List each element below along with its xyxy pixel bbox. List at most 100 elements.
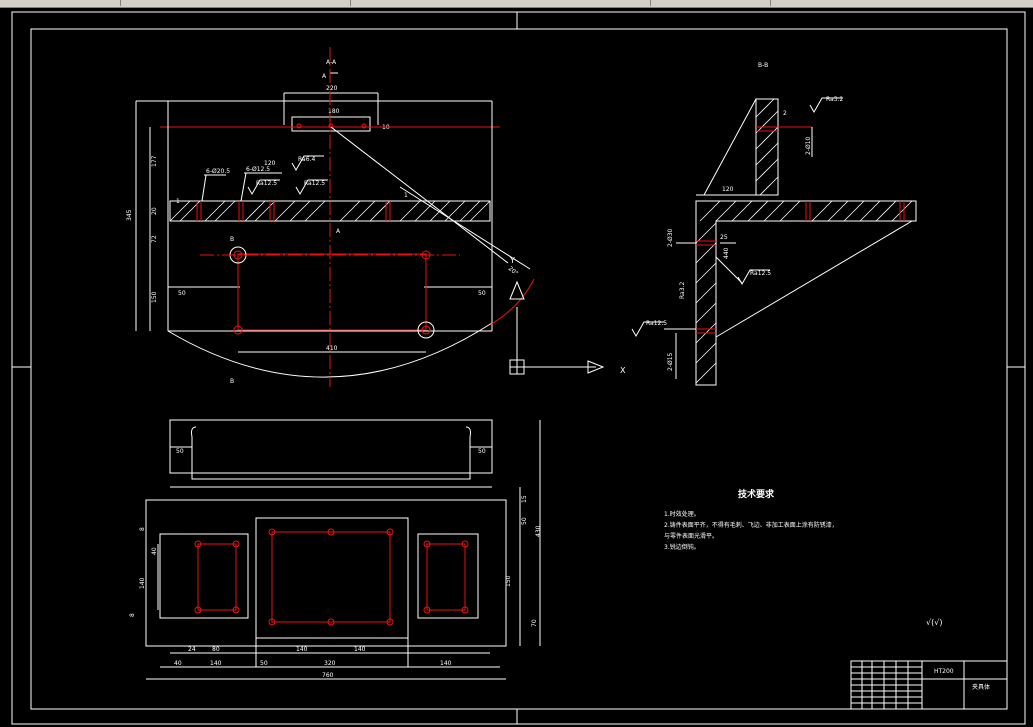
ra-sec-mid: Ra12.5 — [750, 270, 771, 277]
roughness-symbol — [631, 321, 664, 338]
ucs-icon[interactable]: Y X — [509, 256, 626, 375]
roughness-symbol — [291, 155, 324, 172]
left-hole-rect — [197, 543, 237, 611]
window-title-strip — [0, 0, 1033, 8]
rib-lower — [715, 220, 913, 338]
toolbar-segment — [350, 0, 651, 6]
plate-hatch — [169, 200, 491, 222]
slot-hole — [328, 123, 334, 129]
ra-12-5-b: Ra12.5 — [304, 180, 325, 187]
dim-plan-15: 15 — [521, 495, 528, 503]
toolbar-segment — [120, 0, 351, 6]
dim-plan-left-50: 50 — [176, 448, 184, 455]
label-section-b: B-B — [758, 62, 768, 69]
dim-410: 410 — [326, 345, 338, 352]
dim-sec-610: 2-Ø10 — [805, 136, 812, 155]
right-hole-rect — [426, 543, 466, 611]
dim-plan-140c: 140 — [296, 646, 308, 653]
flange-hatch — [695, 200, 913, 384]
dim-180: 180 — [328, 108, 340, 115]
plan-inner-outline — [191, 426, 471, 480]
hole — [194, 606, 202, 614]
dim-177: 177 — [151, 155, 158, 167]
base-plate — [145, 499, 507, 647]
drawing-canvas[interactable]: A-A A 220 180 10 — [0, 7, 1033, 727]
hole — [194, 540, 202, 548]
dim-side-50-left: 50 — [178, 290, 186, 297]
notes-line-2: 2.铸件表面平齐，不得有毛刺、飞边、非加工表面上涂有防锈漆， — [664, 521, 838, 529]
dim-plan-40a: 40 — [151, 547, 158, 555]
dim-72: 72 — [151, 235, 158, 243]
upright-wall — [755, 98, 779, 196]
angle-leader — [330, 126, 509, 264]
angle-20: 20° — [507, 265, 520, 277]
hole — [327, 528, 335, 536]
hole — [461, 606, 469, 614]
dim-plan-8: 8 — [139, 527, 146, 531]
dim-plan-50: 50 — [521, 517, 528, 525]
left-pad — [159, 533, 249, 619]
dim-plan-40b: 40 — [174, 660, 182, 667]
roughness-symbol — [295, 179, 328, 196]
title-name: 夹具体 — [972, 683, 990, 691]
dim-plan-150: 150 — [505, 575, 512, 587]
label-cut-a-mark: A — [336, 228, 341, 235]
dim-220: 220 — [326, 85, 338, 92]
label-section-a: A-A — [326, 59, 337, 66]
roughness-symbol — [809, 97, 842, 114]
leader — [715, 256, 743, 284]
dim-plan-24: 24 — [188, 646, 196, 653]
hole — [423, 540, 431, 548]
callout-holes-20: 6-Ø20.5 — [206, 168, 230, 175]
notes-line-1: 1.时效处理。 — [664, 510, 700, 518]
top-slot — [291, 116, 371, 132]
dim-sec-bottom: 2-Ø15 — [667, 352, 674, 371]
technical-notes: 技术要求 1.时效处理。 2.铸件表面平齐，不得有毛刺、飞边、非加工表面上涂有防… — [664, 488, 838, 551]
ra-6-4: Ra6.4 — [298, 156, 315, 163]
dim-plan-80: 80 — [212, 646, 220, 653]
dim-plan-760: 760 — [322, 672, 334, 679]
leader — [201, 174, 207, 202]
center-hole-rect — [271, 531, 391, 623]
hole — [423, 606, 431, 614]
ra-sec-bottom: Ra12.5 — [646, 320, 667, 327]
dim-345: 345 — [126, 209, 133, 221]
hole — [232, 606, 240, 614]
dim-plan-430: 430 — [535, 525, 542, 537]
label-cut-b-left: B — [230, 236, 234, 243]
dim-plan-r8: 8 — [129, 613, 136, 617]
dim-sec-2: 2 — [783, 110, 787, 117]
plate-holes — [196, 201, 391, 221]
callout-drill-120: 120 — [264, 160, 276, 167]
mark-1: 1 — [176, 198, 180, 205]
center-pad — [255, 517, 409, 639]
notes-line-3: 与零件表面光滑平。 — [664, 532, 718, 540]
flange-section — [695, 200, 917, 386]
dim-plan-140d: 140 — [354, 646, 366, 653]
callout-holes-12: 6-Ø12.5 — [246, 166, 270, 173]
dim-plan-right-50: 50 — [478, 448, 486, 455]
sheet-outer-border — [11, 11, 1026, 725]
label-cut-b-bottom: B — [230, 378, 234, 385]
hole — [386, 618, 394, 626]
bolt-pattern-rect — [237, 253, 427, 331]
view-plan: 50 50 8 40 140 8 15 — [129, 419, 542, 680]
plate-section — [169, 200, 491, 222]
hole — [421, 325, 431, 335]
roughness-symbol — [247, 179, 280, 196]
sheet-inner-border — [30, 28, 1008, 710]
slot-hole — [296, 123, 302, 129]
dim-20: 20 — [151, 207, 158, 215]
dim-sec-630: 2-Ø30 — [667, 228, 674, 247]
axis-x-label: X — [620, 366, 626, 375]
hole — [268, 528, 276, 536]
axis-y-label: Y — [509, 256, 515, 265]
dim-plan-320: 320 — [324, 660, 336, 667]
ra-sec-top: Ra3.2 — [826, 96, 843, 103]
label-cut-a-top: A — [322, 73, 327, 80]
dim-plan-140b: 140 — [210, 660, 222, 667]
dim-sec-25: 25 — [720, 234, 728, 241]
toolbar-segment — [0, 0, 121, 6]
angle-leader — [399, 186, 531, 270]
title-material: HT200 — [934, 668, 954, 675]
